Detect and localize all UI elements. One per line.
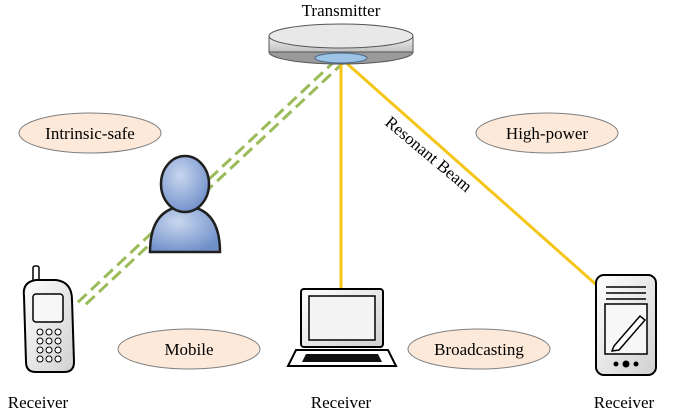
laptop-screen bbox=[308, 295, 376, 341]
stylus-icon bbox=[610, 314, 647, 352]
phone-screen bbox=[32, 293, 64, 323]
receiver-label-tablet: Receiver bbox=[594, 393, 655, 412]
pill-broadcasting: Broadcasting bbox=[407, 328, 551, 370]
pill-mobile: Mobile bbox=[117, 328, 261, 370]
receiver-label-phone: Receiver bbox=[8, 393, 69, 412]
resonant-beam-label: Resonant Beam bbox=[381, 113, 475, 196]
pill-mobile-label: Mobile bbox=[164, 340, 213, 359]
pill-broadcasting-label: Broadcasting bbox=[434, 340, 524, 359]
resonant-beam-lines bbox=[339, 58, 601, 290]
receiver-label-laptop: Receiver bbox=[311, 393, 372, 412]
mobile-phone-icon bbox=[22, 265, 76, 373]
safe-beam-lines bbox=[74, 58, 346, 308]
transmitter-lens bbox=[314, 52, 368, 64]
transmitter-device bbox=[268, 23, 414, 65]
person-icon bbox=[148, 154, 222, 254]
tablet-pen-icon bbox=[595, 274, 657, 376]
pill-high-power: High-power bbox=[475, 112, 619, 154]
transmitter-label: Transmitter bbox=[302, 1, 381, 20]
pill-high-power-label: High-power bbox=[506, 124, 588, 143]
laptop-icon bbox=[286, 288, 398, 367]
tablet-screen bbox=[604, 303, 648, 355]
pill-intrinsic-safe-label: Intrinsic-safe bbox=[45, 124, 135, 143]
pill-intrinsic-safe: Intrinsic-safe bbox=[18, 112, 162, 154]
